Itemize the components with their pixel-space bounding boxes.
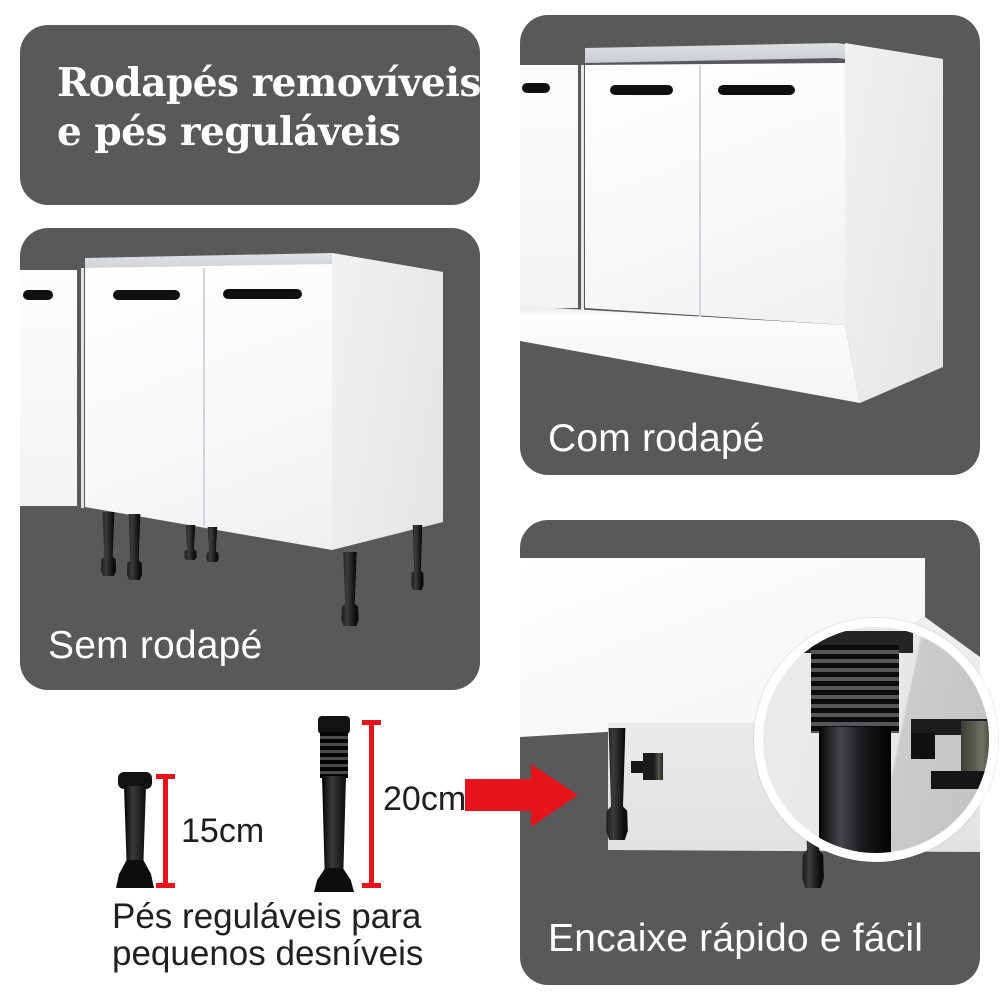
measure-cap-bottom bbox=[362, 883, 381, 888]
feet-guide-caption: Pés reguláveis para pequenos desníveis bbox=[112, 898, 423, 972]
section-com-rodape: Com rodapé bbox=[520, 15, 980, 475]
measure-bar bbox=[163, 774, 168, 888]
foot-base bbox=[116, 860, 154, 888]
adjustable-foot-rear bbox=[206, 527, 219, 562]
mounting-clip-zoomed bbox=[911, 719, 989, 789]
foot-cap bbox=[318, 716, 350, 734]
door-handle bbox=[223, 289, 302, 299]
page-title-line1: Rodapés removíveis bbox=[57, 60, 481, 106]
measure-bar bbox=[369, 720, 374, 888]
section-label-com-rodape: Com rodapé bbox=[548, 417, 765, 460]
adjustable-foot bbox=[606, 728, 628, 840]
page-title: Rodapés removíveis e pés reguláveis bbox=[57, 59, 481, 157]
measure-cap-bottom bbox=[156, 883, 175, 888]
door-handle bbox=[522, 83, 550, 93]
tall-foot-illustration bbox=[314, 716, 354, 892]
adjustable-foot bbox=[341, 552, 359, 626]
feet-guide-caption-line2: pequenos desníveis bbox=[112, 934, 424, 973]
door-gap bbox=[699, 65, 701, 317]
tall-foot-height-label: 20cm bbox=[383, 780, 467, 818]
module-gap bbox=[81, 268, 84, 508]
foot-body bbox=[124, 786, 146, 864]
cabinet-front bbox=[585, 63, 845, 325]
cabinet-door-rear bbox=[20, 270, 77, 506]
threaded-leg-body bbox=[819, 727, 891, 853]
short-foot-height-label: 15cm bbox=[181, 812, 265, 850]
measure-line-15cm bbox=[156, 774, 176, 888]
section-label-sem-rodape: Sem rodapé bbox=[48, 624, 263, 667]
clip-stem bbox=[911, 733, 935, 759]
door-gap bbox=[203, 268, 205, 526]
magnifier-circle bbox=[754, 618, 998, 862]
feet-guide-caption-line1: Pés reguláveis para bbox=[112, 897, 422, 936]
section-sem-rodape: Sem rodapé bbox=[20, 228, 480, 690]
adjustable-foot-rear bbox=[184, 525, 197, 560]
door-handle bbox=[718, 85, 795, 95]
cabinet-front bbox=[85, 264, 332, 550]
foot-cap bbox=[118, 772, 152, 789]
foot-body bbox=[322, 776, 346, 880]
measure-cap-top bbox=[156, 774, 175, 779]
adjustable-foot bbox=[100, 512, 117, 576]
door-handle bbox=[610, 85, 673, 95]
cabinet-door-rear bbox=[520, 65, 578, 308]
door-handle bbox=[23, 290, 53, 300]
short-foot-illustration bbox=[116, 772, 154, 888]
measure-line-20cm bbox=[362, 720, 382, 888]
page-title-line2: e pés reguláveis bbox=[57, 109, 401, 155]
adjustable-foot bbox=[411, 525, 424, 590]
door-handle bbox=[113, 290, 180, 300]
cabinet-side bbox=[845, 43, 943, 403]
module-gap bbox=[581, 65, 584, 310]
foot-threads bbox=[320, 732, 348, 778]
cabinet-side bbox=[332, 253, 443, 550]
measure-cap-top bbox=[362, 720, 381, 725]
section-encaixe: Encaixe rápido e fácil bbox=[520, 520, 998, 985]
foot-base bbox=[314, 868, 354, 892]
section-label-encaixe: Encaixe rápido e fácil bbox=[548, 917, 924, 960]
title-card: Rodapés removíveis e pés reguláveis bbox=[20, 25, 481, 205]
clip-stem bbox=[631, 761, 645, 773]
clip-bottom-bar bbox=[931, 771, 989, 789]
adjustable-foot bbox=[126, 514, 143, 580]
threaded-leg-threads bbox=[811, 645, 899, 733]
clip-body bbox=[643, 753, 663, 780]
mounting-clip bbox=[631, 753, 663, 780]
